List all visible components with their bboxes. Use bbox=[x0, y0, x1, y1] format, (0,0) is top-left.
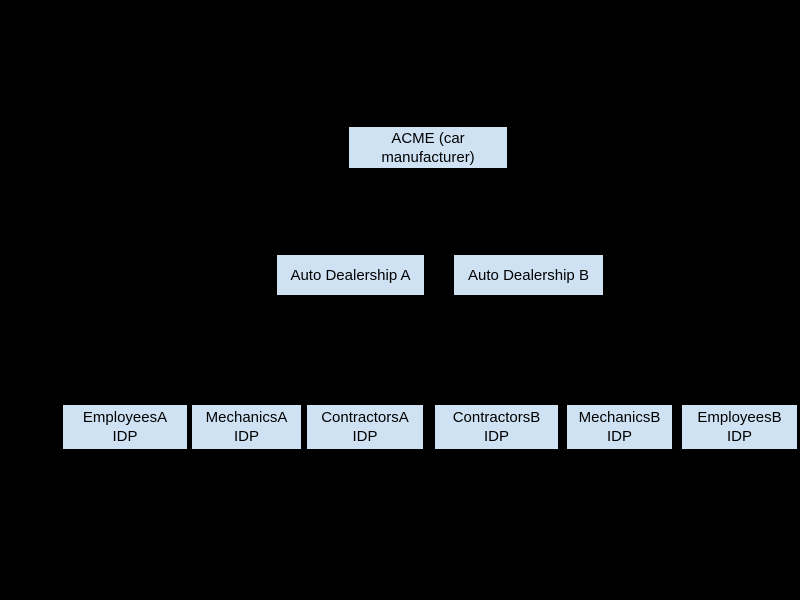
node-employees-b-idp: EmployeesB IDP bbox=[682, 405, 797, 449]
node-auto-dealership-b-label: Auto Dealership B bbox=[468, 266, 589, 284]
node-mechanics-b-idp-label: MechanicsB IDP bbox=[578, 409, 661, 445]
node-employees-a-idp: EmployeesA IDP bbox=[63, 405, 187, 449]
node-auto-dealership-b: Auto Dealership B bbox=[454, 255, 603, 295]
node-auto-dealership-a: Auto Dealership A bbox=[277, 255, 424, 295]
node-acme-label: ACME (car manufacturer) bbox=[381, 129, 475, 166]
node-employees-a-idp-label: EmployeesA IDP bbox=[82, 409, 168, 445]
node-contractors-b-idp-label: ContractorsB IDP bbox=[452, 409, 541, 445]
node-mechanics-b-idp: MechanicsB IDP bbox=[567, 405, 672, 449]
node-contractors-b-idp: ContractorsB IDP bbox=[435, 405, 558, 449]
node-contractors-a-idp: ContractorsA IDP bbox=[307, 405, 423, 449]
node-employees-b-idp-label: EmployeesB IDP bbox=[697, 409, 782, 445]
node-mechanics-a-idp: MechanicsA IDP bbox=[192, 405, 301, 449]
node-mechanics-a-idp-label: MechanicsA IDP bbox=[205, 409, 288, 445]
node-acme: ACME (car manufacturer) bbox=[349, 127, 507, 168]
node-contractors-a-idp-label: ContractorsA IDP bbox=[321, 409, 409, 445]
node-auto-dealership-a-label: Auto Dealership A bbox=[290, 266, 411, 284]
